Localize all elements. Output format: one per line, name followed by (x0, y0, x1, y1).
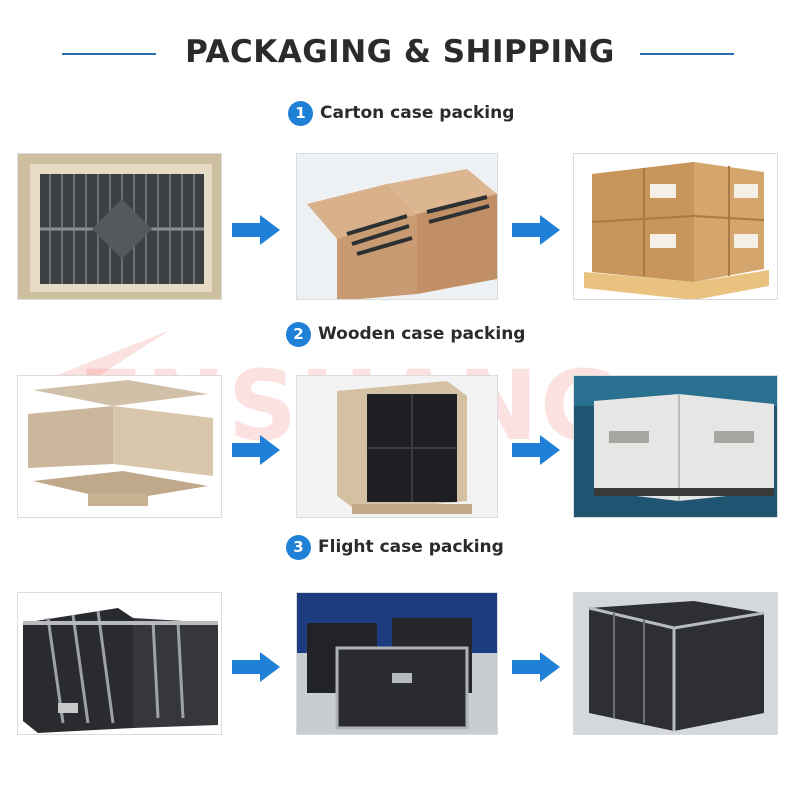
open-cartons-photo (296, 153, 498, 300)
closed-flight-cases-photo (573, 592, 778, 735)
title-divider-right (640, 53, 734, 55)
arrow-right-icon (232, 435, 280, 465)
step-number-badge: 3 (286, 534, 311, 560)
carton-panels-photo (17, 153, 222, 300)
section-2-label: 2 Wooden case packing (286, 320, 525, 348)
arrow-right-icon (232, 652, 280, 682)
section-3-label: 3 Flight case packing (286, 533, 504, 561)
step-number-badge: 2 (286, 321, 311, 347)
palletized-cartons-photo (573, 153, 778, 300)
section-title: Carton case packing (320, 103, 515, 123)
arrow-right-icon (232, 215, 280, 245)
open-flight-cases-photo (17, 592, 222, 735)
warehouse-flight-cases-photo (296, 592, 498, 735)
section-title: Wooden case packing (318, 324, 526, 344)
wooden-case-parts-photo (17, 375, 222, 518)
page-title: PACKAGING & SHIPPING (185, 34, 615, 70)
section-title: Flight case packing (318, 537, 504, 557)
screen-in-wooden-case-photo (296, 375, 498, 518)
title-divider-left (62, 53, 156, 55)
section-1-label: 1 Carton case packing (288, 99, 514, 127)
arrow-right-icon (512, 215, 560, 245)
header: PACKAGING & SHIPPING (0, 30, 800, 80)
arrow-right-icon (512, 435, 560, 465)
sealed-wooden-crates-photo (573, 375, 778, 518)
arrow-right-icon (512, 652, 560, 682)
step-number-badge: 1 (288, 100, 313, 126)
